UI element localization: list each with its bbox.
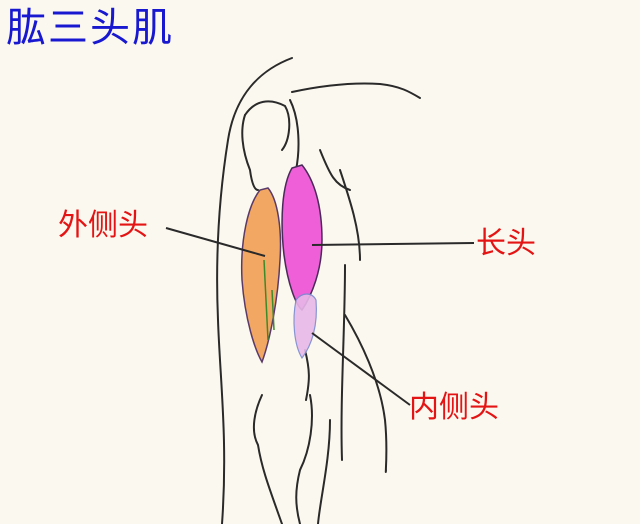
- leader-line-lateral: [165, 227, 266, 257]
- leader-lines: [165, 227, 475, 406]
- leader-line-long: [311, 242, 475, 246]
- diagram-title: 肱三头肌: [6, 5, 174, 51]
- label-lateral-head: 外侧头: [58, 208, 148, 243]
- leader-line-medial: [311, 332, 411, 406]
- medial-head-muscle: [293, 293, 317, 360]
- arm-outline: [216, 57, 421, 524]
- label-medial-head: 内侧头: [409, 390, 499, 425]
- label-long-head: 长头: [476, 226, 536, 261]
- lateral-head-fibers: [263, 259, 275, 341]
- long-head-muscle: [281, 164, 323, 312]
- lateral-head-muscle: [240, 187, 282, 364]
